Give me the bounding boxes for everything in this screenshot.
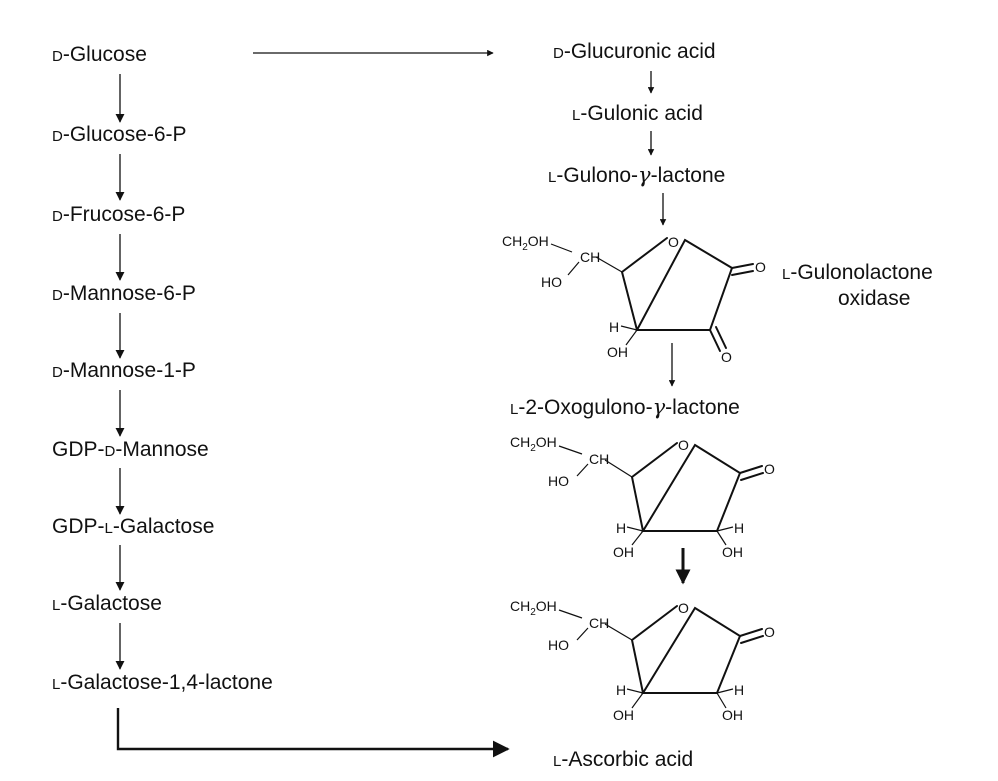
ch-group-3: CH: [589, 615, 609, 631]
structure-oxo-lactone: O O O CH CH2OH HO H OH: [502, 233, 766, 365]
label-d-frucose-6-p: D-Frucose-6-P: [52, 203, 185, 226]
ho-group-3: HO: [548, 637, 569, 653]
ch-group-1: CH: [580, 249, 600, 265]
ring-oxygen-3: O: [678, 600, 689, 616]
oh-group-1: OH: [607, 344, 628, 360]
label-l-2-oxogulono-lactone: L-2-Oxogulono-γ-lactone: [510, 395, 740, 419]
carbonyl-oxygen-3: O: [764, 461, 775, 477]
label-d-mannose-1-p: D-Mannose-1-P: [52, 359, 196, 382]
ch2oh-group-2: CH2OH: [510, 434, 557, 454]
label-l-galactose: L-Galactose: [52, 592, 162, 615]
label-l-ascorbic-acid: L-Ascorbic acid: [553, 748, 693, 771]
h-atom-2: H: [616, 520, 626, 536]
oh-group-4: OH: [613, 707, 634, 723]
h-atom-3: H: [734, 520, 744, 536]
ch-group-2: CH: [589, 451, 609, 467]
oh-group-5: OH: [722, 707, 743, 723]
label-l-gulono-lactone: L-Gulono-γ-lactone: [548, 163, 725, 187]
carbonyl-oxygen-4: O: [764, 624, 775, 640]
ring-oxygen-1: O: [668, 234, 679, 250]
label-oxidase-line2: oxidase: [838, 287, 910, 310]
label-l-gulonic-acid: L-Gulonic acid: [572, 102, 703, 125]
arrow-lactone-to-ascorbic: [116, 708, 510, 758]
oh-group-3: OH: [722, 544, 743, 560]
structure-ascorbic-acid: O O CH CH2OH HO H OH H OH: [510, 598, 775, 723]
h-atom-4: H: [616, 682, 626, 698]
structure-oxogulono-lactone: O O CH CH2OH HO H OH H OH: [510, 434, 775, 560]
label-d-mannose-6-p: D-Mannose-6-P: [52, 282, 196, 305]
label-d-glucuronic-acid: D-Glucuronic acid: [553, 40, 716, 63]
label-l-galactose-lactone: L-Galactose-1,4-lactone: [52, 671, 273, 694]
carbonyl-oxygen-2: O: [721, 349, 732, 365]
ch2oh-group-3: CH2OH: [510, 598, 557, 618]
label-gdp-l-galactose: GDP-L-Galactose: [52, 515, 214, 538]
oh-group-2: OH: [613, 544, 634, 560]
label-d-glucose: D-Glucose: [52, 43, 147, 66]
ring-oxygen-2: O: [678, 437, 689, 453]
h-atom-5: H: [734, 682, 744, 698]
carbonyl-oxygen-1: O: [755, 259, 766, 275]
h-atom-1: H: [609, 319, 619, 335]
ch2oh-group-1: CH2OH: [502, 233, 549, 253]
ho-group-1: HO: [541, 274, 562, 290]
label-gdp-d-mannose: GDP-D-Mannose: [52, 438, 209, 461]
label-gulonolactone-oxidase: L-Gulonolactone: [782, 261, 933, 284]
label-d-glucose-6-p: D-Glucose-6-P: [52, 123, 187, 146]
ho-group-2: HO: [548, 473, 569, 489]
